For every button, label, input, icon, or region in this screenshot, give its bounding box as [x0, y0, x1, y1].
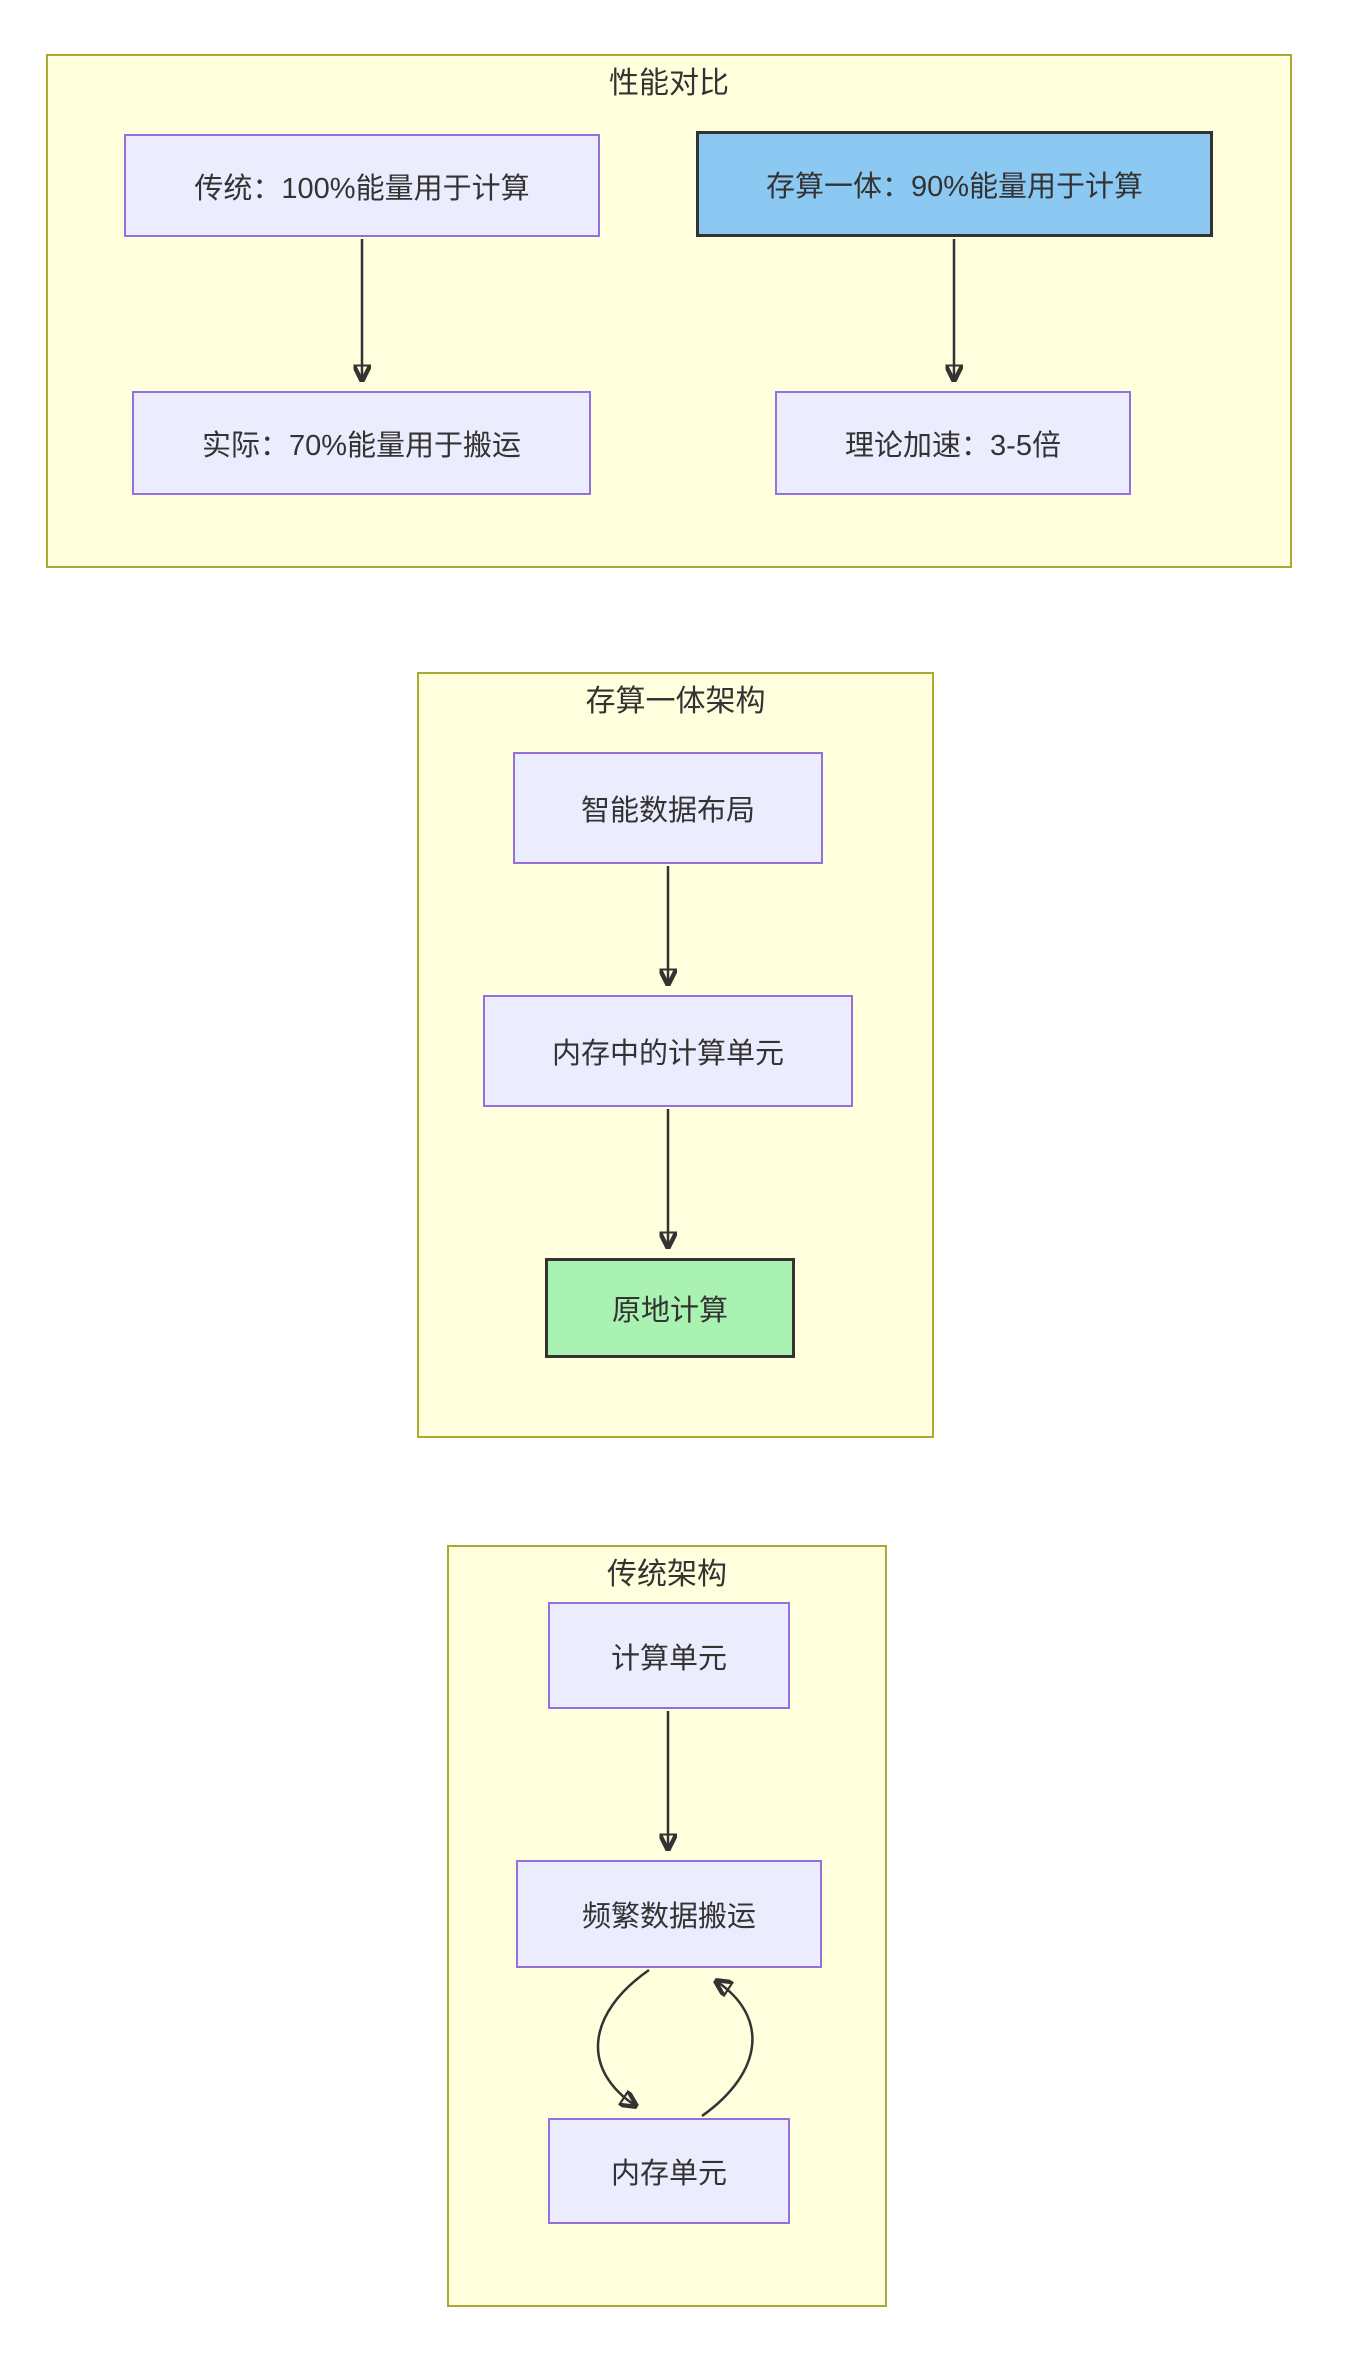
node-memory-unit: 内存单元: [548, 2118, 790, 2224]
node-label: 频繁数据搬运: [581, 1901, 756, 1933]
cluster-title: 存算一体架构: [585, 685, 766, 718]
node-cim-90-energy: 存算一体：90%能量用于计算: [696, 131, 1213, 237]
cluster-title: 传统架构: [607, 1558, 727, 1591]
node-label: 传统：100%能量用于计算: [194, 172, 530, 205]
node-traditional-100-energy: 传统：100%能量用于计算: [124, 134, 600, 237]
node-smart-data-layout: 智能数据布局: [513, 752, 823, 864]
node-label: 存算一体：90%能量用于计算: [765, 171, 1144, 203]
node-in-place-compute: 原地计算: [545, 1258, 795, 1358]
node-label: 实际：70%能量用于搬运: [201, 430, 522, 462]
node-label: 理论加速：3-5倍: [845, 430, 1061, 462]
node-label: 计算单元: [610, 1642, 727, 1675]
node-label: 内存单元: [610, 2158, 727, 2190]
node-compute-unit: 计算单元: [548, 1602, 790, 1709]
node-theoretical-speedup: 理论加速：3-5倍: [775, 391, 1131, 495]
cluster-title: 性能对比: [609, 67, 729, 100]
node-frequent-data-movement: 频繁数据搬运: [516, 1860, 822, 1968]
node-actual-70-movement: 实际：70%能量用于搬运: [132, 391, 591, 495]
node-label: 智能数据布局: [580, 795, 755, 827]
node-label: 原地计算: [611, 1295, 728, 1327]
node-in-memory-compute-unit: 内存中的计算单元: [483, 995, 853, 1107]
node-label: 内存中的计算单元: [551, 1038, 784, 1070]
